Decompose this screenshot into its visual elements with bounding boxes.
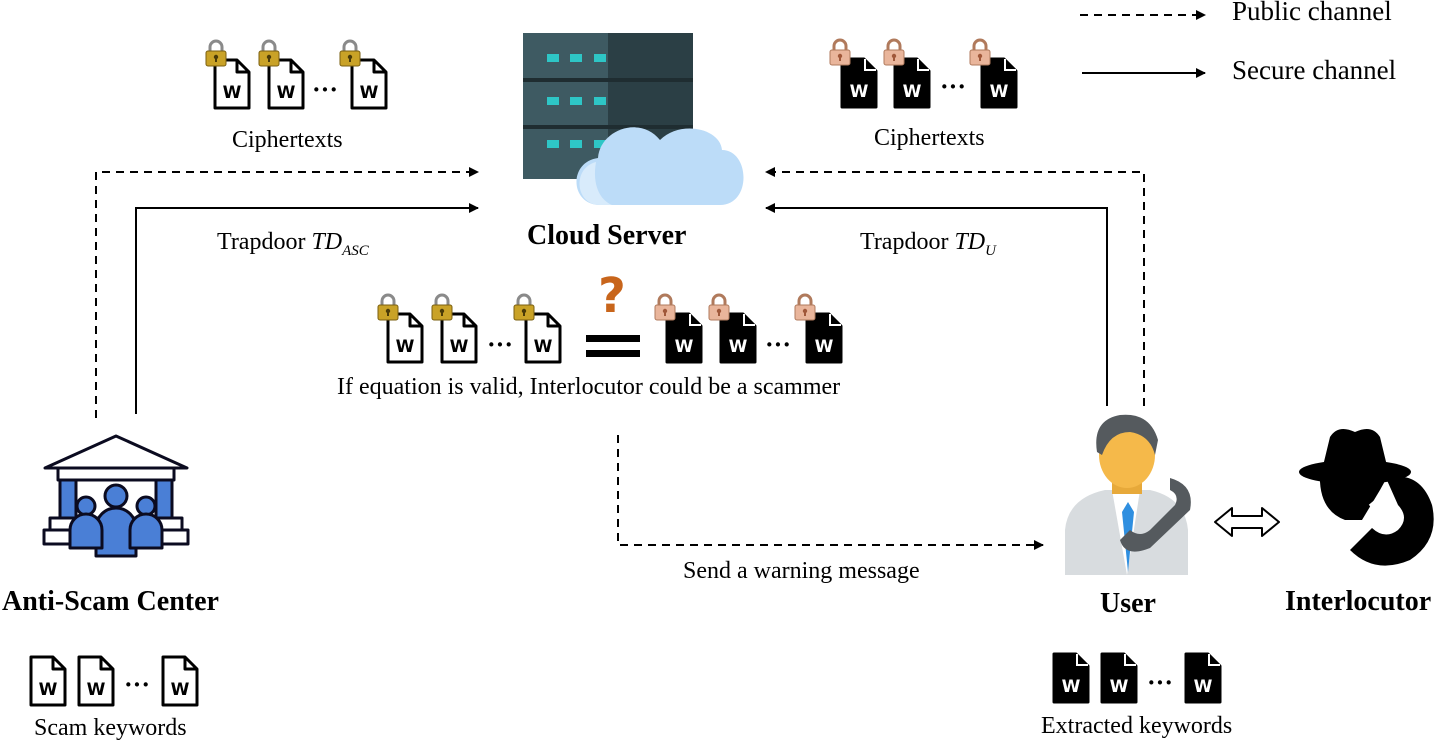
scam-keywords-icons: [29, 655, 199, 707]
trapdoor-asc-subscript: ASC: [342, 242, 369, 259]
extracted-keywords-label: Extracted keywords: [1041, 713, 1233, 739]
ciphertexts-left-label: Ciphertexts: [232, 127, 343, 153]
trapdoor-u-subscript: U: [985, 242, 996, 259]
double-arrow-icon: [1214, 507, 1280, 537]
ciphertexts-left-icons: [204, 39, 388, 110]
cloud-server-label: Cloud Server: [527, 220, 687, 251]
legend: [1080, 10, 1206, 78]
legend-public-channel-label: Public channel: [1232, 0, 1392, 26]
extracted-keywords-icons: [1052, 652, 1222, 704]
user-icon: [1065, 414, 1191, 575]
scam-keywords-label: Scam keywords: [34, 715, 187, 741]
interlocutor-spy-icon: [1299, 428, 1434, 566]
user-label: User: [1100, 588, 1156, 619]
ciphertexts-right-icons: [828, 38, 1018, 109]
comparison-right-ellipsis: ···: [765, 330, 792, 359]
extracted-keywords-ellipsis: ···: [1147, 668, 1174, 697]
user-public-channel-arrow: [765, 167, 1145, 406]
comparison-right-icons: [653, 293, 843, 364]
trapdoor-asc-label: Trapdoor TDASC: [217, 229, 369, 260]
trapdoor-u-symbol: TD: [954, 229, 986, 255]
legend-secure-channel-label: Secure channel: [1232, 55, 1397, 85]
trapdoor-u-prefix: Trapdoor: [860, 229, 949, 255]
anti-scam-center-icon: [42, 434, 190, 558]
interlocutor-label: Interlocutor: [1285, 586, 1432, 617]
asc-secure-channel-arrow: [135, 203, 479, 414]
anti-scam-center-label: Anti-Scam Center: [2, 586, 219, 617]
ciphertexts-right-ellipsis: ···: [940, 72, 967, 101]
comparison-caption: If equation is valid, Interlocutor could…: [337, 374, 841, 400]
warning-label: Send a warning message: [683, 558, 920, 584]
comparison-question-mark: ?: [598, 268, 626, 324]
warning-arrow: [617, 435, 1044, 550]
scam-keywords-ellipsis: ···: [124, 670, 151, 699]
asc-public-channel-arrow: [95, 167, 479, 418]
user-secure-channel-arrow: [765, 203, 1108, 406]
ciphertexts-left-ellipsis: ···: [312, 75, 339, 104]
equals-sign: [586, 335, 640, 357]
trapdoor-asc-prefix: Trapdoor: [217, 229, 306, 255]
comparison-left-icons: [376, 293, 562, 364]
comparison-left-ellipsis: ···: [487, 330, 514, 359]
trapdoor-u-label: Trapdoor TDU: [860, 229, 996, 260]
trapdoor-asc-symbol: TD: [311, 229, 343, 255]
cloud-server-icon: [523, 33, 744, 205]
ciphertexts-right-label: Ciphertexts: [874, 125, 985, 151]
